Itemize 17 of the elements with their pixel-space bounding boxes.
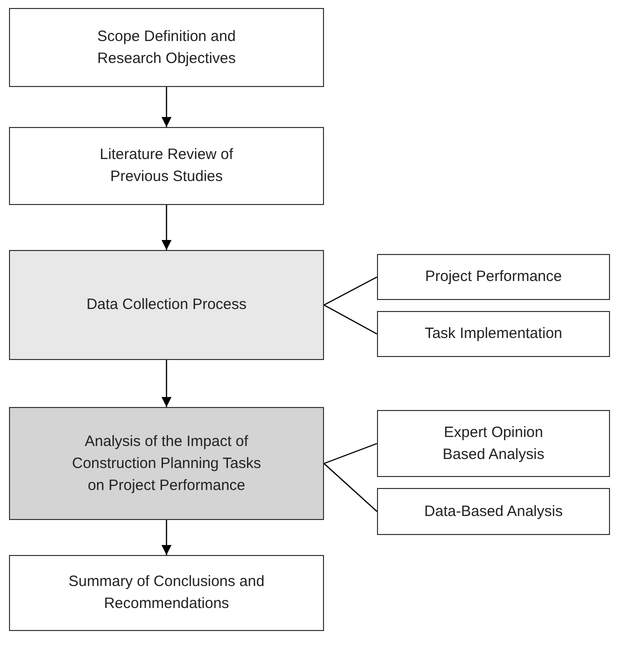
process-box: Literature Review of Previous Studies [9,127,324,205]
process-box: Analysis of the Impact of Construction Planning Tasks on Project Performance [9,407,324,520]
process-box: Task Implementation [377,311,610,357]
process-box: Summary of Conclusions and Recommendations [9,555,324,631]
arrow [162,520,172,555]
arrow [162,87,172,127]
arrow [162,205,172,250]
connector-line [324,304,378,335]
process-box: Data Collection Process [9,250,324,360]
process-box: Project Performance [377,254,610,300]
connector-line [324,442,378,464]
process-box: Scope Definition and Research Objectives [9,8,324,87]
arrow [162,360,172,407]
connector-line [324,276,378,306]
process-box: Expert Opinion Based Analysis [377,410,610,477]
process-box: Data-Based Analysis [377,488,610,535]
connector-line [324,463,378,512]
